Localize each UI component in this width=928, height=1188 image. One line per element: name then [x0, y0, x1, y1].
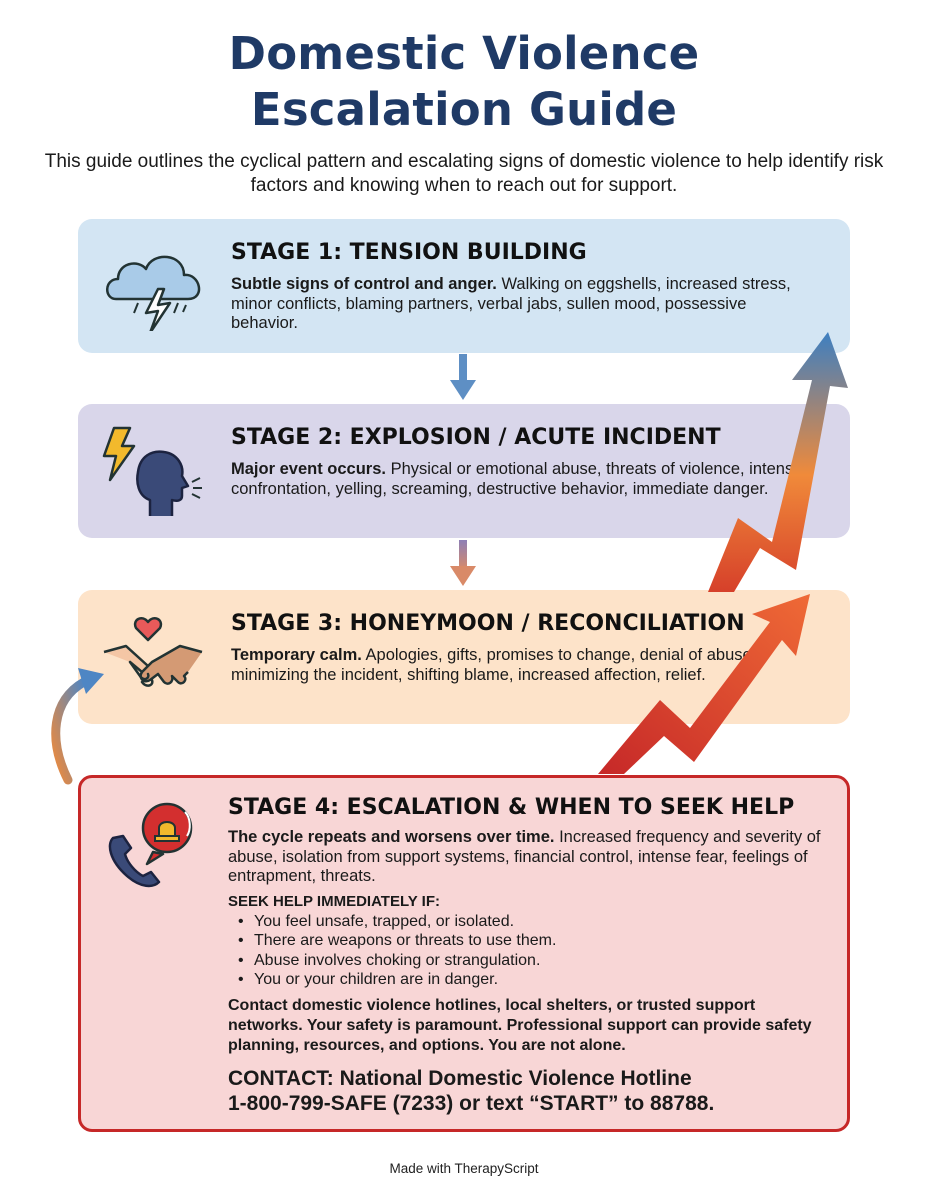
stage-4-title: STAGE 4: ESCALATION & WHEN TO SEEK HELP	[228, 795, 795, 820]
contact-paragraph: Contact domestic violence hotlines, loca…	[228, 997, 812, 1054]
seek-help-list: You feel unsafe, trapped, or isolated. T…	[228, 912, 828, 990]
stage-2-lead: Major event occurs.	[231, 460, 386, 478]
stage-3-title: STAGE 3: HONEYMOON / RECONCILIATION	[231, 611, 745, 636]
stage-1-text: Walking on eggshells, increased stress, …	[231, 275, 791, 332]
stage-2-title: STAGE 2: EXPLOSION / ACUTE INCIDENT	[231, 425, 721, 450]
stage-1-card: STAGE 1: TENSION BUILDING Subtle signs o…	[78, 219, 850, 353]
title-line-1: Domestic Violence	[228, 27, 700, 80]
list-item: Abuse involves choking or strangulation.	[238, 951, 828, 971]
stage-3-description: Temporary calm. Apologies, gifts, promis…	[231, 646, 811, 685]
arrow-down-icon	[450, 354, 476, 400]
list-item: You feel unsafe, trapped, or isolated.	[238, 912, 828, 932]
list-item: There are weapons or threats to use them…	[238, 931, 828, 951]
page-title: Domestic Violence Escalation Guide	[0, 26, 928, 138]
handshake-heart-icon	[102, 612, 212, 702]
hotline-name: CONTACT: National Domestic Violence Hotl…	[228, 1067, 692, 1090]
arrow-down-icon	[450, 540, 476, 586]
lightning-shouting-head-icon	[102, 426, 212, 520]
page-subtitle: This guide outlines the cyclical pattern…	[44, 151, 884, 196]
stage-4-description: The cycle repeats and worsens over time.…	[228, 828, 828, 887]
stage-2-description: Major event occurs. Physical or emotiona…	[231, 460, 811, 499]
stage-4-text: Increased frequency and severity of abus…	[228, 828, 821, 885]
stage-1-title: STAGE 1: TENSION BUILDING	[231, 240, 587, 265]
stage-2-text: Physical or emotional abuse, threats of …	[231, 460, 803, 498]
stage-4-lead: The cycle repeats and worsens over time.	[228, 828, 555, 846]
stage-3-card: STAGE 3: HONEYMOON / RECONCILIATION Temp…	[78, 590, 850, 724]
hotline-number: 1-800-799-SAFE (7233) or text “START” to…	[228, 1092, 715, 1115]
stage-1-description: Subtle signs of control and anger. Walki…	[231, 275, 811, 334]
hotline-contact: CONTACT: National Domestic Violence Hotl…	[228, 1066, 848, 1116]
stage-1-lead: Subtle signs of control and anger.	[231, 275, 497, 293]
phone-alarm-icon	[103, 800, 213, 890]
seek-help-heading: SEEK HELP IMMEDIATELY IF:	[228, 893, 440, 910]
stage-2-card: STAGE 2: EXPLOSION / ACUTE INCIDENT Majo…	[78, 404, 850, 538]
storm-cloud-icon	[102, 241, 212, 335]
stage-3-lead: Temporary calm.	[231, 646, 362, 664]
footer-credit: Made with TherapyScript	[389, 1161, 539, 1176]
list-item: You or your children are in danger.	[238, 970, 828, 990]
stage-4-card: STAGE 4: ESCALATION & WHEN TO SEEK HELP …	[78, 775, 850, 1132]
seek-help-section: SEEK HELP IMMEDIATELY IF: You feel unsaf…	[228, 892, 828, 990]
title-line-2: Escalation Guide	[250, 83, 678, 136]
